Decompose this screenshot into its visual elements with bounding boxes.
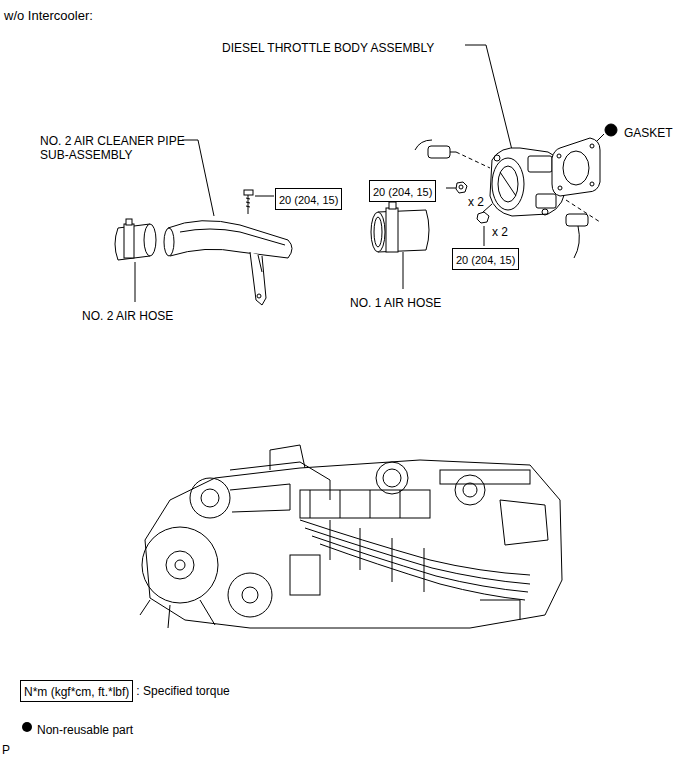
leader-line (446, 188, 456, 189)
non-reusable-mark (605, 124, 617, 136)
sensor-connector (566, 214, 588, 258)
dashed-line (456, 152, 490, 168)
label-box: GASKET (624, 123, 673, 141)
legend-text: : Specified torque (136, 684, 229, 698)
label-box: P (2, 740, 10, 757)
leader-line (403, 252, 404, 289)
legend-torque-box: N*m (kgf*cm, ft.*lbf) (20, 680, 133, 702)
torque-spec-box: 20 (204, 15) (275, 188, 342, 210)
legend-entry: : Specified torque (136, 681, 229, 699)
torque-value: N*m (kgf*cm, ft.*lbf) (24, 685, 129, 699)
part-label: x 2 (492, 225, 508, 239)
air-pipe (164, 221, 292, 305)
title-box: w/o Intercooler: (4, 6, 93, 24)
torque-spec-box: 20 (204, 15) (452, 248, 519, 270)
leader-line (465, 45, 512, 150)
nut (456, 182, 467, 193)
torque-value: 20 (204, 15) (373, 186, 432, 199)
label-box: x 2 (468, 192, 484, 210)
label-box: NO. 1 AIR HOSE (350, 293, 441, 311)
title: w/o Intercooler: (4, 9, 93, 23)
leader-line (182, 140, 214, 216)
legend-swatch (22, 722, 32, 732)
leader-line (255, 196, 274, 197)
gasket (552, 138, 600, 196)
label-box: NO. 2 AIR CLEANER PIPE SUB-ASSEMBLY (40, 134, 190, 163)
leader-line (135, 262, 136, 302)
engine-illustration (140, 445, 562, 628)
air-hose (115, 219, 156, 260)
label-box: NO. 2 AIR HOSE (82, 306, 173, 324)
part-label: x 2 (468, 195, 484, 209)
part-label: NO. 2 AIR HOSE (82, 309, 173, 323)
legend-text: Non-reusable part (37, 723, 133, 737)
legend-entry: Non-reusable part (37, 720, 133, 738)
sensor-connector (415, 140, 456, 158)
torque-value: 20 (204, 15) (456, 254, 515, 267)
part-label: NO. 2 AIR CLEANER PIPE SUB-ASSEMBLY (40, 134, 190, 162)
leader-line (484, 226, 485, 246)
part-label: NO. 1 AIR HOSE (350, 296, 441, 310)
label-box: x 2 (492, 222, 508, 240)
part-label: P (2, 743, 10, 757)
torque-value: 20 (204, 15) (279, 194, 338, 207)
part-label: DIESEL THROTTLE BODY ASSEMBLY (222, 41, 434, 55)
bolt (244, 190, 253, 214)
label-box: DIESEL THROTTLE BODY ASSEMBLY (222, 38, 434, 56)
torque-spec-box: 20 (204, 15) (369, 180, 436, 202)
part-label: GASKET (624, 126, 673, 140)
air-hose (371, 202, 429, 252)
